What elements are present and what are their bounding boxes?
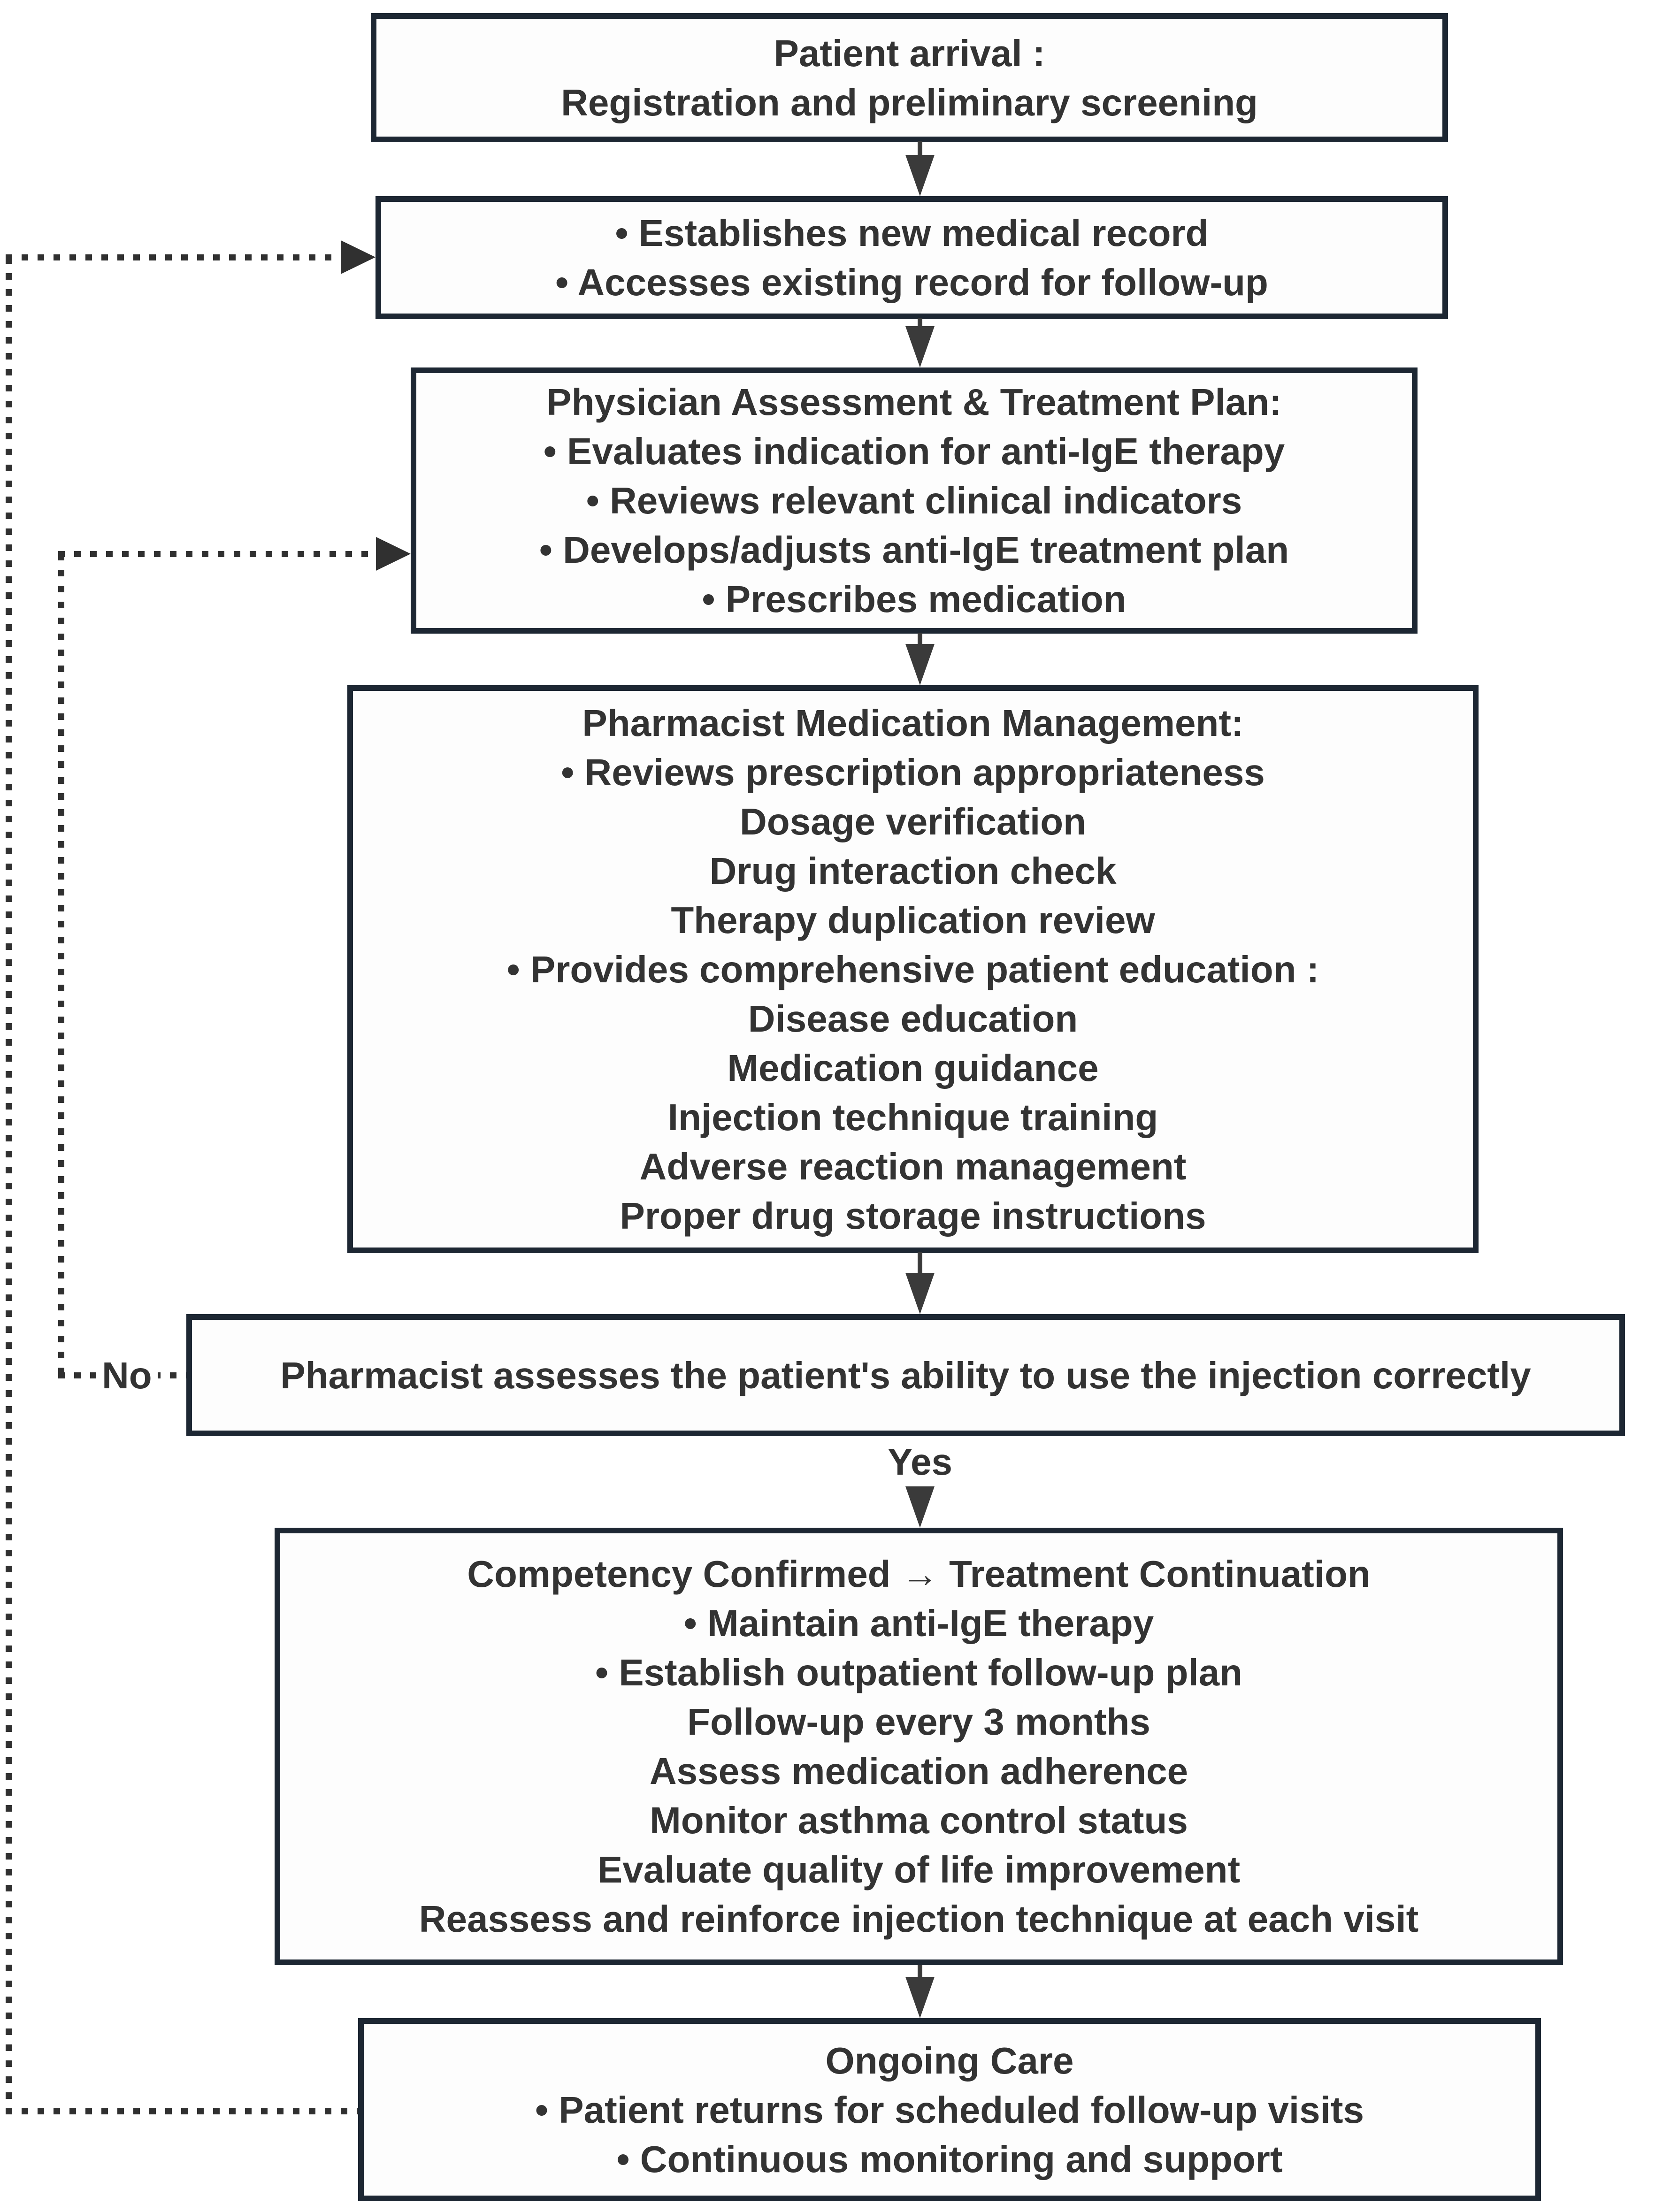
- text-line: Pharmacist Medication Management:: [582, 702, 1244, 744]
- arrow-down-icon: [905, 1486, 935, 1528]
- text-line: Medication guidance: [727, 1047, 1099, 1089]
- text-line: • Develops/adjusts anti-IgE treatment pl…: [539, 529, 1289, 571]
- text-line: Competency Confirmed → Treatment Continu…: [467, 1553, 1371, 1595]
- feedback-line-inner-top: [58, 551, 376, 557]
- text-line: Ongoing Care: [825, 2039, 1074, 2082]
- no-label: No: [96, 1351, 158, 1400]
- feedback-line-outer-bottom: [6, 2108, 358, 2114]
- flow-node-medical-record: • Establishes new medical record • Access…: [376, 196, 1448, 319]
- feedback-arrowhead-right-icon: [341, 240, 376, 274]
- text-line: Physician Assessment & Treatment Plan:: [546, 381, 1282, 423]
- text-line: Proper drug storage instructions: [620, 1194, 1206, 1237]
- text-line: • Establishes new medical record: [615, 212, 1209, 254]
- text-line: • Provides comprehensive patient educati…: [506, 948, 1319, 990]
- flow-node-competency-confirmed: Competency Confirmed → Treatment Continu…: [275, 1528, 1563, 1965]
- feedback-line-inner-vertical: [58, 554, 64, 1375]
- arrow-down-icon: [905, 155, 935, 196]
- text-line: Reassess and reinforce injection techniq…: [419, 1898, 1419, 1940]
- text-line: • Reviews prescription appropriateness: [561, 751, 1265, 793]
- text-line: • Patient returns for scheduled follow-u…: [535, 2089, 1364, 2131]
- arrow-down-icon: [905, 326, 935, 367]
- yes-label: Yes: [888, 1441, 952, 1483]
- flow-node-pharmacist-assessment: Pharmacist assesses the patient's abilit…: [186, 1314, 1625, 1436]
- text-line: • Reviews relevant clinical indicators: [586, 480, 1242, 521]
- arrow-down-line: [918, 1252, 922, 1285]
- flow-node-pharmacist-medication-management: Pharmacist Medication Management: • Revie…: [347, 685, 1479, 1253]
- text-line: Monitor asthma control status: [650, 1799, 1188, 1841]
- arrow-down-icon: [905, 1977, 935, 2018]
- text-line: • Accesses existing record for follow-up: [555, 261, 1268, 303]
- text-line: Assess medication adherence: [649, 1750, 1188, 1792]
- text-line: Drug interaction check: [709, 850, 1117, 892]
- flow-node-ongoing-care: Ongoing Care • Patient returns for schedu…: [358, 2018, 1541, 2201]
- text-line: • Establish outpatient follow-up plan: [595, 1652, 1243, 1693]
- text-line: Pharmacist assesses the patient's abilit…: [280, 1354, 1531, 1396]
- arrow-down-icon: [905, 644, 935, 685]
- text-line: Registration and preliminary screening: [561, 81, 1258, 123]
- text-line: Disease education: [748, 997, 1078, 1040]
- feedback-line-outer-vertical: [6, 257, 12, 2111]
- text-line: Evaluate quality of life improvement: [597, 1849, 1241, 1891]
- flow-node-patient-arrival: Patient arrival : Registration and prelim…: [371, 13, 1448, 142]
- arrow-down-line: [918, 141, 922, 167]
- text-line: Dosage verification: [739, 800, 1086, 842]
- text-line: • Continuous monitoring and support: [616, 2138, 1283, 2180]
- feedback-line-outer-top: [6, 254, 342, 260]
- flow-node-physician-assessment: Physician Assessment & Treatment Plan: • …: [411, 367, 1418, 634]
- text-line: • Evaluates indication for anti-IgE ther…: [543, 430, 1285, 472]
- text-line: Adverse reaction management: [639, 1145, 1187, 1187]
- text-line: Follow-up every 3 months: [687, 1701, 1150, 1743]
- arrow-down-icon: [905, 1273, 935, 1314]
- text-line: Injection technique training: [667, 1096, 1158, 1138]
- text-line: Patient arrival :: [774, 32, 1045, 74]
- text-line: • Maintain anti-IgE therapy: [683, 1602, 1154, 1644]
- feedback-arrowhead-right-icon: [376, 537, 411, 571]
- text-line: Therapy duplication review: [671, 899, 1155, 941]
- text-line: • Prescribes medication: [702, 578, 1127, 620]
